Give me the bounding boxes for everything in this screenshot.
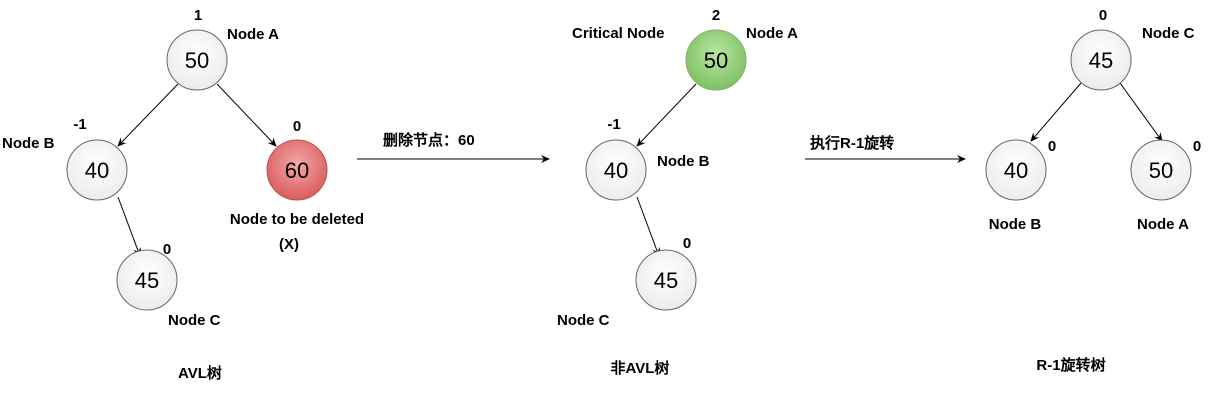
tree-node: 50 2 Node A Critical Node [572, 7, 798, 91]
node-label: Node B [657, 153, 710, 170]
node-value: 60 [285, 158, 309, 183]
node-label: Node A [1137, 216, 1189, 233]
edge-40-45 [636, 196, 660, 257]
critical-node-label: Critical Node [572, 25, 665, 42]
node-circle [585, 139, 647, 201]
node-label: Node A [746, 25, 798, 42]
node-label: Node B [989, 216, 1042, 233]
node-label: Node C [557, 312, 610, 329]
tree-node: 45 0 Node C [557, 235, 697, 329]
edge-50-40 [636, 83, 697, 147]
transition-arrow: 删除节点：60 [357, 131, 550, 163]
tree-caption: R-1旋转树 [1036, 356, 1105, 374]
edge-50-40 [117, 83, 179, 147]
node-label: Node B [2, 135, 55, 152]
tree-node: 40 -1 Node B [2, 116, 128, 201]
tree-non-avl: 50 2 Node A Critical Node 40 -1 Node B 4… [557, 7, 798, 377]
balance-factor: 0 [1099, 7, 1107, 24]
arrow-label: 删除节点：60 [383, 131, 475, 149]
balance-factor: 1 [194, 7, 202, 24]
edge-45-50 [1119, 82, 1163, 142]
node-value: 40 [85, 158, 109, 183]
edge-40-45 [117, 196, 141, 257]
tree-node: 50 1 Node A [166, 7, 279, 91]
node-value: 45 [1089, 48, 1113, 73]
balance-factor: -1 [607, 116, 620, 133]
edge-50-60 [216, 83, 277, 147]
tree-node: 40 -1 Node B [585, 116, 710, 201]
balance-factor: 2 [712, 7, 720, 24]
node-value: 50 [1149, 158, 1173, 183]
node-circle [1130, 139, 1192, 201]
node-label: Node C [1142, 25, 1195, 42]
tree-r1-rotated: 45 0 Node C 40 0 Node B 50 0 Node A R-1旋… [985, 7, 1201, 374]
node-circle [985, 139, 1047, 201]
tree-avl: 50 1 Node A 40 -1 Node B 60 0 Node to be… [2, 7, 364, 382]
tree-node: 60 0 Node to be deleted (X) [230, 118, 364, 253]
node-circle [66, 139, 128, 201]
node-value: 50 [704, 48, 728, 73]
tree-node: 40 0 Node B [985, 138, 1056, 233]
tree-node: 45 0 Node C [116, 241, 221, 329]
node-circle [266, 139, 328, 201]
tree-node: 50 0 Node A [1130, 138, 1201, 233]
node-value: 45 [135, 268, 159, 293]
node-label: Node to be deleted [230, 211, 364, 228]
transition-arrow: 执行R-1旋转 [805, 134, 966, 163]
node-circle [166, 29, 228, 91]
node-circle [1070, 29, 1132, 91]
node-value: 50 [185, 48, 209, 73]
node-circle [685, 29, 747, 91]
tree-caption: 非AVL树 [611, 359, 670, 377]
node-label: Node C [168, 312, 221, 329]
tree-caption: AVL树 [178, 364, 222, 382]
node-label: Node A [227, 26, 279, 43]
balance-factor: 0 [683, 235, 691, 252]
arrow-label: 执行R-1旋转 [810, 134, 894, 152]
node-label-line2: (X) [279, 236, 299, 253]
edge-45-40 [1030, 82, 1082, 142]
balance-factor: -1 [73, 116, 86, 133]
node-value: 45 [654, 268, 678, 293]
node-value: 40 [604, 158, 628, 183]
balance-factor: 0 [1193, 138, 1201, 155]
node-circle [116, 249, 178, 311]
node-circle [635, 249, 697, 311]
tree-node: 45 0 Node C [1070, 7, 1195, 91]
balance-factor: 0 [1048, 138, 1056, 155]
balance-factor: 0 [163, 241, 171, 258]
node-value: 40 [1004, 158, 1028, 183]
balance-factor: 0 [293, 118, 301, 135]
